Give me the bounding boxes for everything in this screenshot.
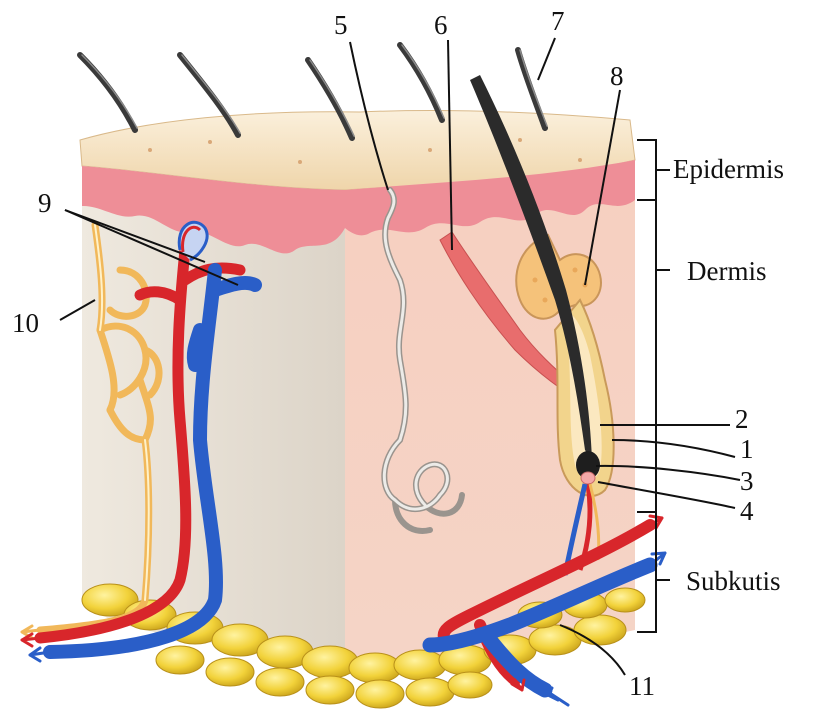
- callout-6: 6: [434, 10, 448, 40]
- callout-8: 8: [610, 61, 624, 91]
- leader-7: [538, 38, 555, 80]
- label-epidermis: Epidermis: [673, 154, 784, 184]
- callout-11: 11: [629, 671, 655, 701]
- callout-4: 4: [740, 496, 754, 526]
- label-subkutis: Subkutis: [686, 566, 781, 596]
- callout-1: 1: [740, 434, 754, 464]
- layer-brackets: [637, 140, 670, 632]
- callout-2: 2: [735, 404, 749, 434]
- callout-10: 10: [12, 308, 39, 338]
- callout-7: 7: [551, 6, 565, 36]
- bracket-epidermis: [637, 140, 670, 200]
- skin-block: [22, 45, 665, 708]
- label-dermis: Dermis: [687, 256, 766, 286]
- callout-9: 9: [38, 188, 52, 218]
- callout-3: 3: [740, 466, 754, 496]
- hair-papilla: [581, 472, 595, 484]
- bracket-dermis: [637, 200, 670, 512]
- callout-5: 5: [334, 10, 348, 40]
